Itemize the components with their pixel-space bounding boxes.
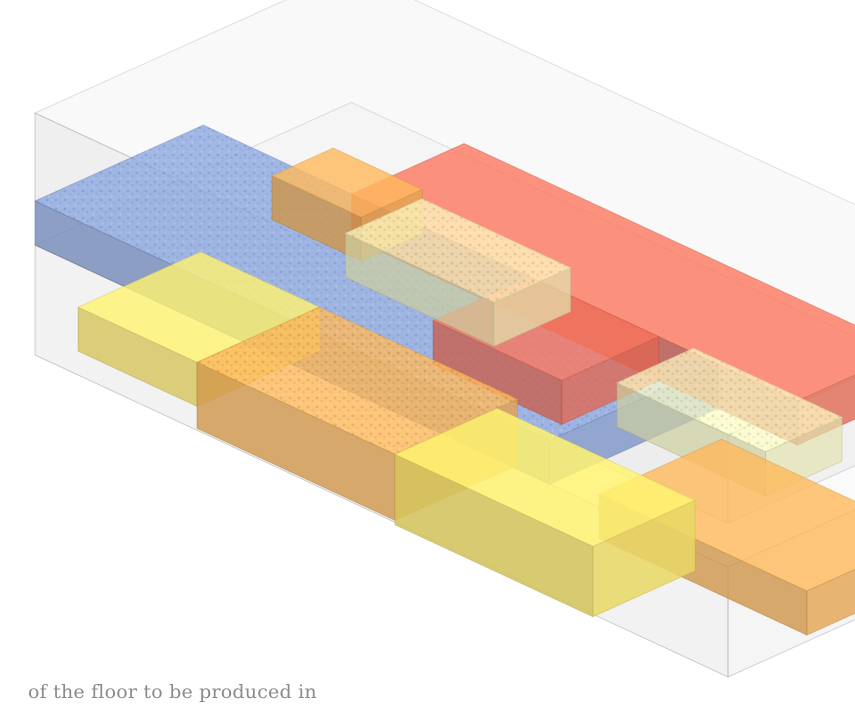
yellow-front-block — [393, 407, 697, 618]
orange-row-texture — [197, 307, 518, 455]
pale-courtyard-1-texture — [345, 198, 571, 303]
orange-right-top-face — [597, 438, 855, 592]
orange-top-top-face — [270, 147, 424, 218]
caption-text: of the floor to be produced in — [28, 681, 317, 703]
orange-right-side-face — [806, 568, 855, 636]
yellow-front-top-face — [393, 407, 697, 547]
pale-courtyard-1-block — [344, 198, 572, 347]
pale-courtyard-2-texture — [617, 348, 842, 452]
